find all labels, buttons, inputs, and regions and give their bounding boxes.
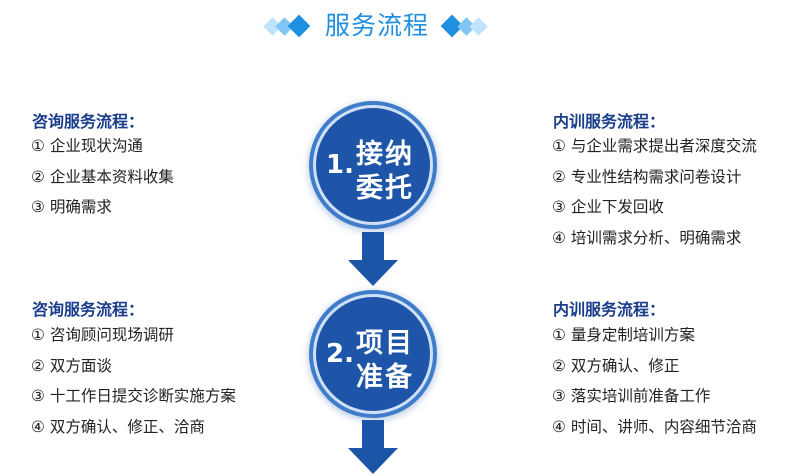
list-item: ④ 时间、讲师、内容细节洽商 xyxy=(552,417,757,436)
stage-label-line1: 项目 xyxy=(356,328,414,359)
training-steps-list: ① 量身定制培训方案 ② 双方确认、修正 ③ 落实培训前准备工作 ④ 时间、讲师… xyxy=(552,320,757,442)
stage-number: 2. xyxy=(326,339,354,369)
list-item: ④ 培训需求分析、明确需求 xyxy=(552,228,742,247)
training-steps-list: ① 与企业需求提出者深度交流 ② 专业性结构需求问卷设计 ③ 企业下发回收 ④ … xyxy=(552,131,757,253)
down-arrow-icon xyxy=(348,420,398,474)
consulting-process-title: 咨询服务流程： xyxy=(32,112,145,131)
header: 服务流程 xyxy=(0,0,812,50)
list-item: ② 企业基本资料收集 xyxy=(31,167,174,186)
down-arrow-icon xyxy=(348,232,398,286)
diamond-icon xyxy=(287,14,311,38)
stage-label-line2: 准备 xyxy=(356,362,414,393)
stage-circle: 1. 接纳 委托 xyxy=(316,108,430,222)
stage-circle: 2. 项目 准备 xyxy=(316,297,430,411)
list-item: ③ 落实培训前准备工作 xyxy=(552,387,711,405)
stage-label-line2: 委托 xyxy=(356,173,414,204)
list-item: ① 企业现状沟通 xyxy=(31,137,143,155)
consulting-steps-list: ① 企业现状沟通 ② 企业基本资料收集 ③ 明确需求 xyxy=(31,131,174,223)
consulting-steps-list: ① 咨询顾问现场调研 ② 双方面谈 ③ 十工作日提交诊断实施方案 ④ 双方确认、… xyxy=(31,320,236,442)
list-item: ① 量身定制培训方案 xyxy=(552,326,695,344)
list-item: ② 双方确认、修正 xyxy=(552,356,680,375)
training-process-title: 内训服务流程： xyxy=(553,112,666,131)
list-item: ③ 企业下发回收 xyxy=(552,198,664,216)
page-title: 服务流程 xyxy=(324,11,429,40)
training-process-title: 内训服务流程： xyxy=(553,300,666,319)
stage-number: 1. xyxy=(326,150,354,180)
stage-label-line1: 接纳 xyxy=(356,139,414,170)
list-item: ① 咨询顾问现场调研 xyxy=(31,326,174,344)
list-item: ② 专业性结构需求问卷设计 xyxy=(552,167,742,186)
list-item: ③ 十工作日提交诊断实施方案 xyxy=(31,387,236,405)
list-item: ② 双方面谈 xyxy=(31,356,112,375)
diamond-icon xyxy=(469,17,488,36)
list-item: ① 与企业需求提出者深度交流 xyxy=(552,137,757,155)
list-item: ③ 明确需求 xyxy=(31,198,112,216)
list-item: ④ 双方确认、修正、洽商 xyxy=(31,417,205,436)
consulting-process-title: 咨询服务流程： xyxy=(32,300,145,319)
